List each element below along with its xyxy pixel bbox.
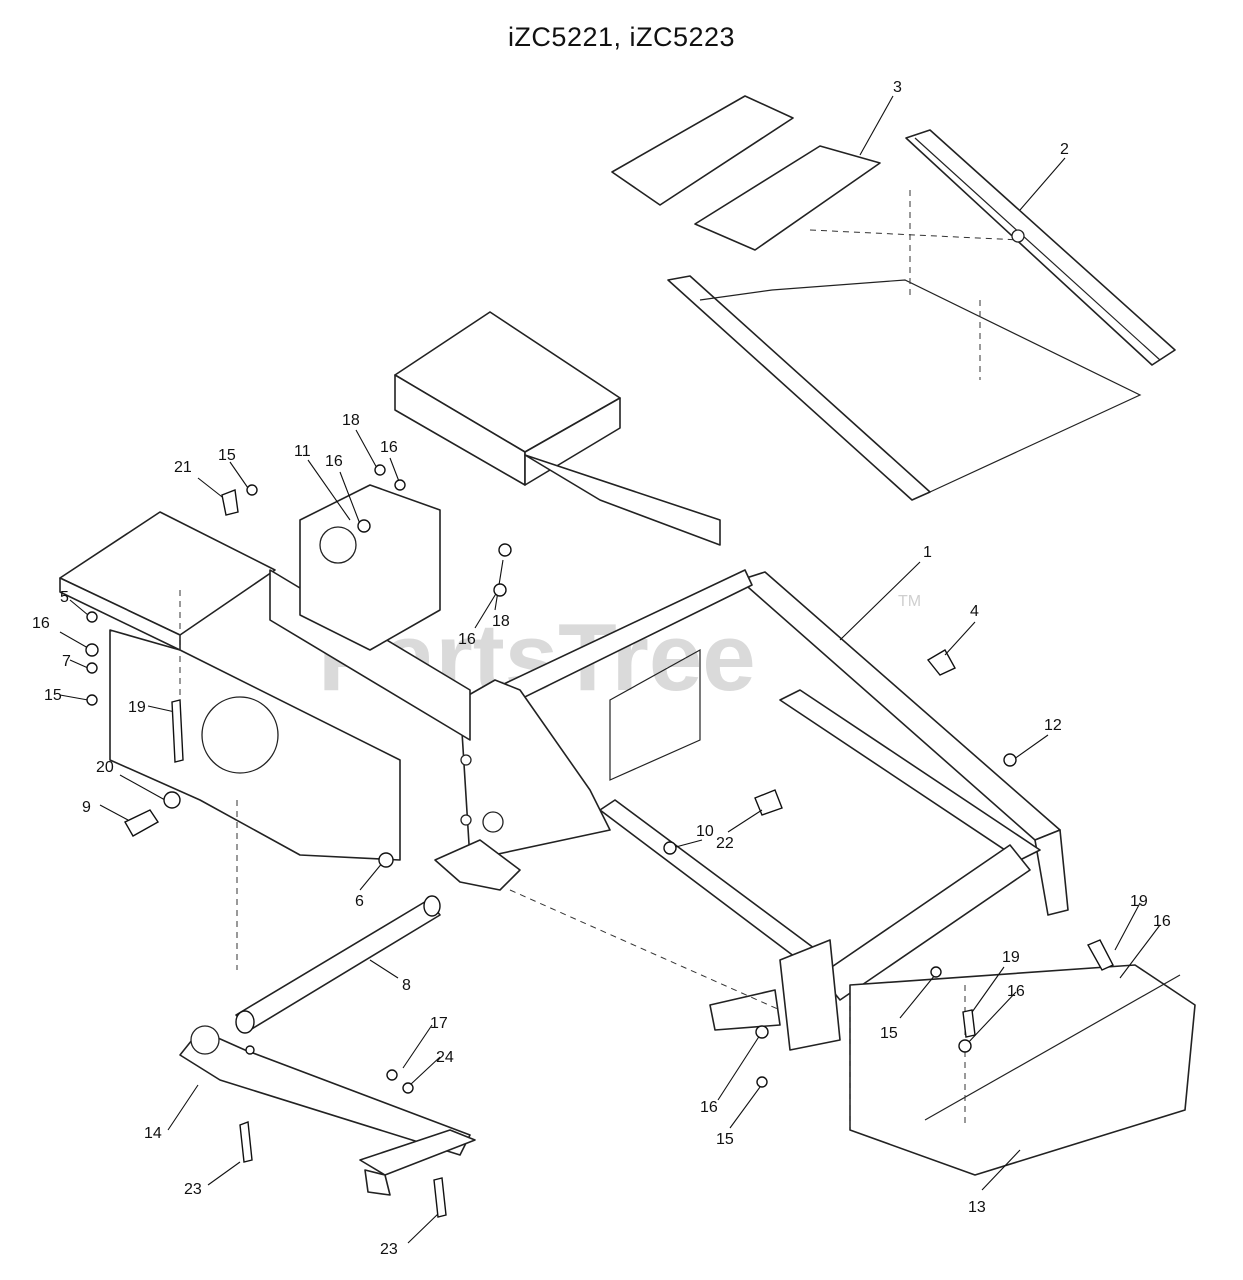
callout-19-a: 19 <box>128 699 146 716</box>
callout-19-b: 19 <box>1130 893 1148 910</box>
callout-23-a: 23 <box>184 1181 202 1198</box>
callout-17: 17 <box>430 1015 448 1032</box>
callout-23-b: 23 <box>380 1241 398 1258</box>
callout-9: 9 <box>82 799 91 816</box>
hardware <box>85 464 1114 1218</box>
bumper-part-22 <box>754 789 783 816</box>
callout-15-a: 15 <box>218 447 236 464</box>
callout-5: 5 <box>60 589 69 606</box>
callout-18-a: 18 <box>342 412 360 429</box>
callout-22: 22 <box>716 835 734 852</box>
callout-2: 2 <box>1060 141 1069 158</box>
callout-15-b: 15 <box>44 687 62 704</box>
cross-tube <box>235 839 521 1034</box>
callout-15-c: 15 <box>880 1025 898 1042</box>
main-frame <box>394 311 1069 1051</box>
foot-pads <box>611 95 881 251</box>
callout-16-c: 16 <box>380 439 398 456</box>
callout-24: 24 <box>436 1049 454 1066</box>
callout-16-g: 16 <box>1153 913 1171 930</box>
callout-18-b: 18 <box>492 613 510 630</box>
diagram-title: iZC5221, iZC5223 <box>507 22 736 52</box>
front-axle <box>179 1025 476 1196</box>
callout-3: 3 <box>893 79 902 96</box>
callout-8: 8 <box>402 977 411 994</box>
callout-19-c: 19 <box>1002 949 1020 966</box>
callout-11: 11 <box>294 443 311 460</box>
callout-10: 10 <box>696 823 714 840</box>
callout-16-a: 16 <box>32 615 50 632</box>
callout-13: 13 <box>968 1199 986 1216</box>
callout-16-e: 16 <box>700 1099 718 1116</box>
callout-6: 6 <box>355 893 364 910</box>
callout-7: 7 <box>62 653 71 670</box>
callout-1: 1 <box>923 544 932 561</box>
callout-20: 20 <box>96 759 114 776</box>
watermark-trademark: TM <box>898 593 921 610</box>
floor-pan <box>667 129 1176 501</box>
callout-14: 14 <box>144 1125 162 1142</box>
callout-15-d: 15 <box>716 1131 734 1148</box>
callout-16-b: 16 <box>325 453 343 470</box>
leader-lines <box>59 95 1161 1244</box>
callout-16-d: 16 <box>458 631 476 648</box>
callout-12: 12 <box>1044 717 1062 734</box>
bracket-part-4 <box>926 649 956 676</box>
callout-16-f: 16 <box>1007 983 1025 1000</box>
left-side-plate <box>59 484 471 861</box>
callout-21: 21 <box>174 459 192 476</box>
callout-labels: 1 2 3 4 5 6 7 8 9 10 11 12 13 14 15 15 1… <box>32 79 1171 1258</box>
callout-4: 4 <box>970 603 979 620</box>
deck-cover <box>849 964 1196 1176</box>
